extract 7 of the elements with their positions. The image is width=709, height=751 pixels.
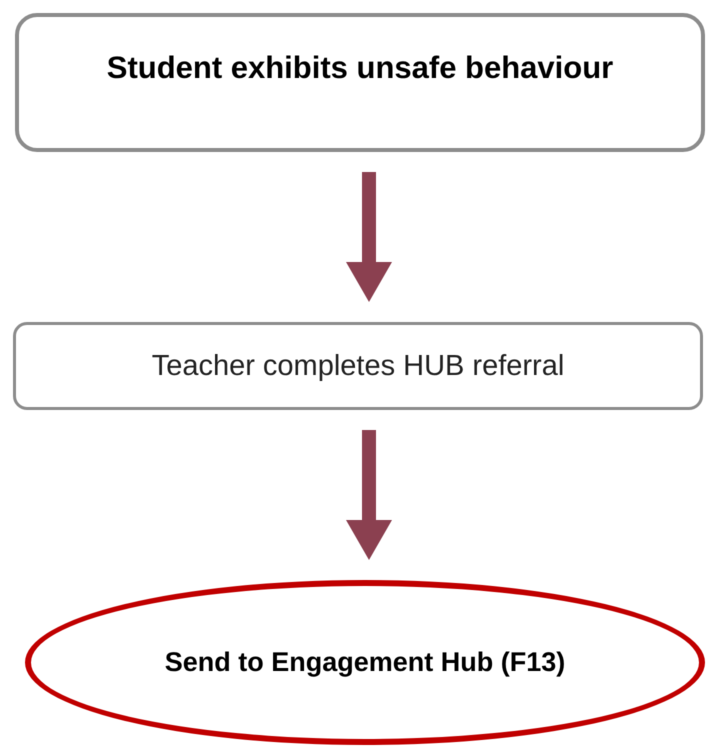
process-box	[13, 322, 703, 410]
arrow	[346, 430, 392, 560]
node-text: Teacher completes HUB referral	[152, 348, 564, 384]
node-text: Send to Engagement Hub (F13)	[164, 646, 566, 679]
process-box	[15, 13, 705, 152]
node-text: Student exhibits unsafe behaviour	[106, 49, 614, 87]
arrow	[346, 172, 392, 302]
